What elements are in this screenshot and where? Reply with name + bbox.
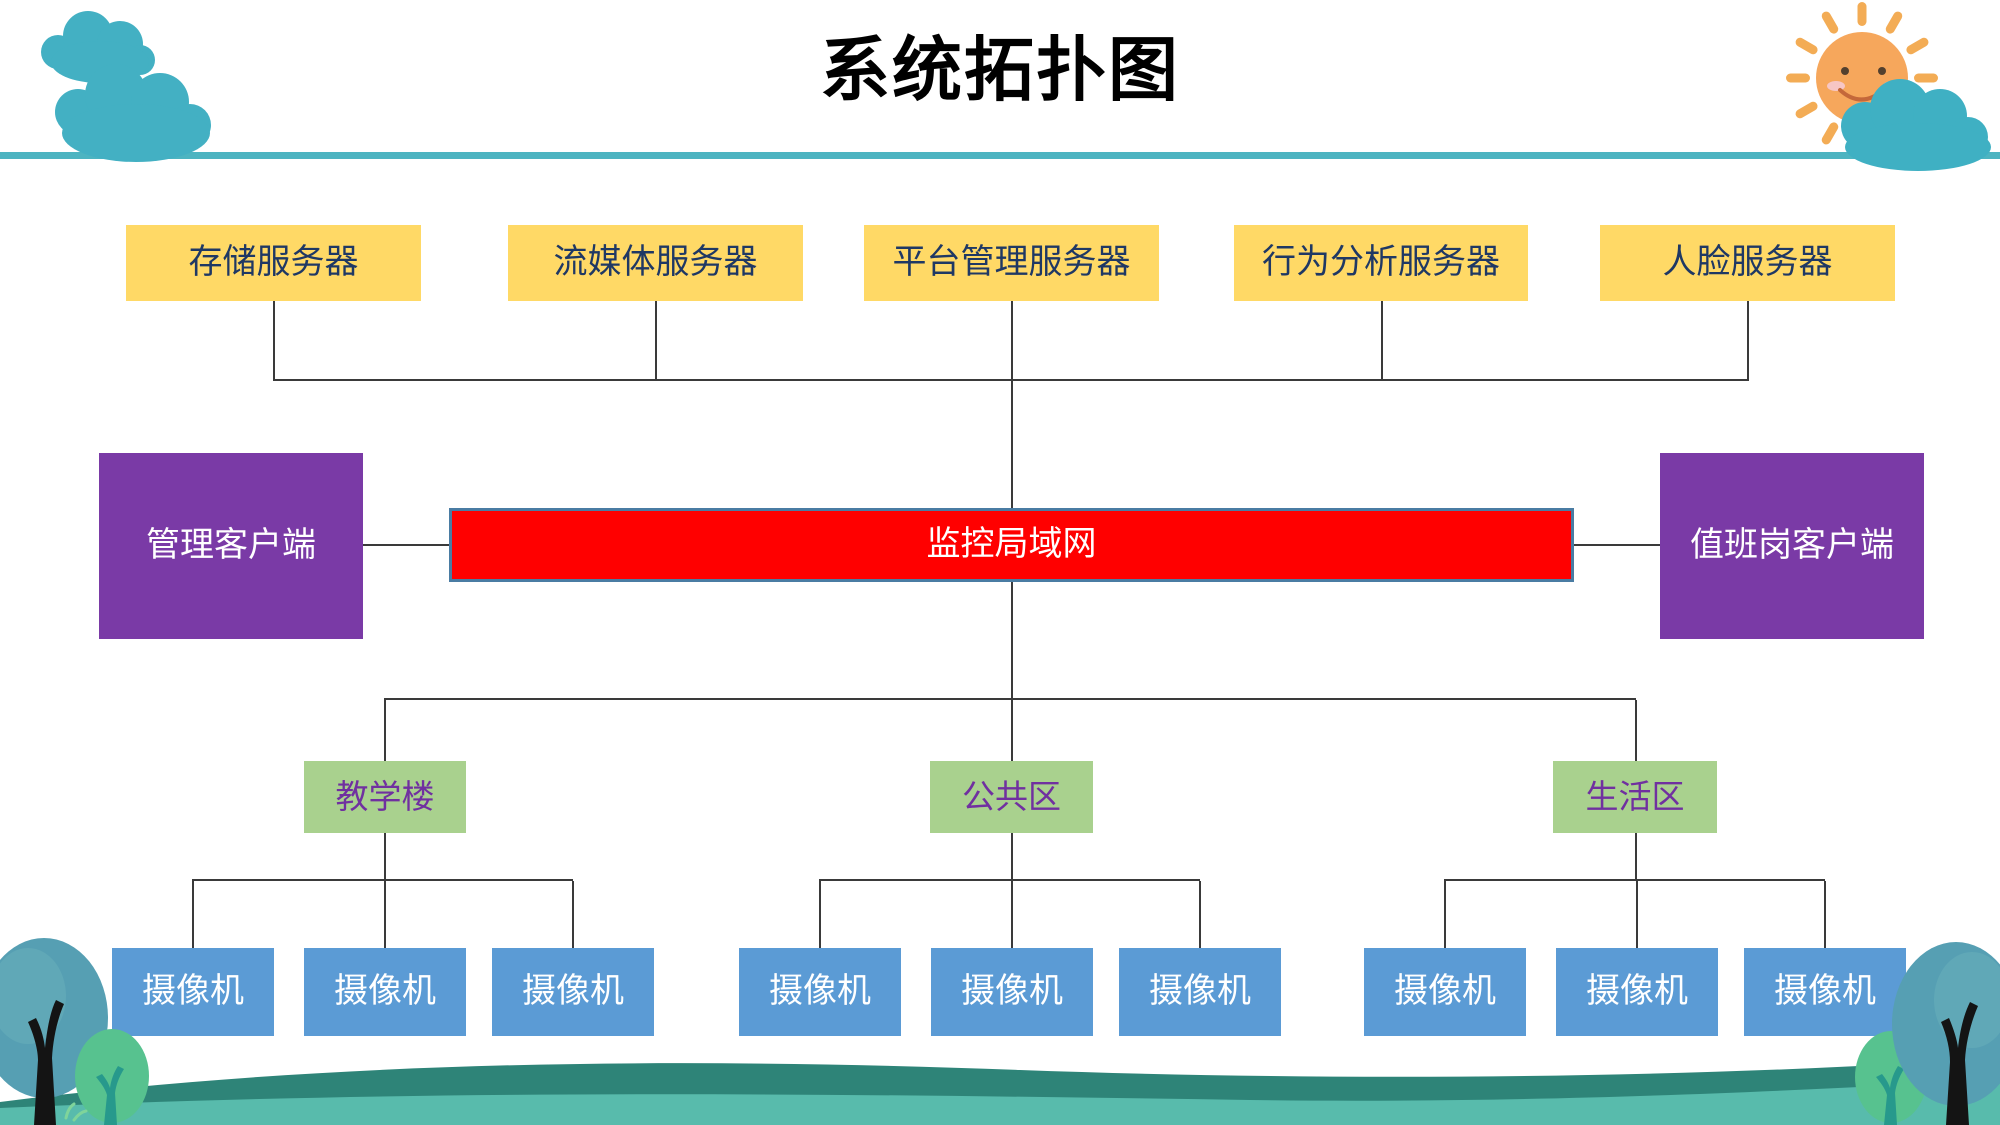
connector-line	[572, 881, 574, 948]
connector-line	[192, 879, 573, 881]
connector-line	[1444, 879, 1825, 881]
connector-line	[273, 379, 1749, 381]
connector-line	[1011, 881, 1013, 948]
server-box-platform[interactable]: 平台管理服务器	[864, 225, 1159, 301]
connector-line	[1381, 301, 1383, 380]
connector-line	[1011, 381, 1013, 508]
connector-line	[1635, 833, 1637, 880]
connector-line	[1636, 881, 1638, 948]
camera-box[interactable]: 摄像机	[492, 948, 654, 1036]
page-title: 系统拓扑图	[820, 31, 1180, 109]
connector-line	[1011, 700, 1013, 761]
connector-line	[384, 881, 386, 948]
zone-box-living[interactable]: 生活区	[1553, 761, 1717, 833]
server-box-behavior[interactable]: 行为分析服务器	[1234, 225, 1528, 301]
cloud-icon	[1841, 79, 1991, 171]
cloud-icon	[41, 11, 211, 162]
connector-line	[363, 544, 449, 546]
connector-line	[192, 881, 194, 948]
tree-icon	[1892, 942, 2000, 1125]
connector-line	[1011, 833, 1013, 880]
divider-line	[0, 152, 2000, 159]
hill-light	[0, 1080, 2000, 1125]
tree-icon	[64, 1029, 149, 1125]
server-box-streaming[interactable]: 流媒体服务器	[508, 225, 803, 301]
camera-box[interactable]: 摄像机	[931, 948, 1093, 1036]
zone-box-public[interactable]: 公共区	[930, 761, 1093, 833]
client-box-duty[interactable]: 值班岗客户端	[1660, 453, 1924, 639]
connector-line	[1635, 700, 1637, 761]
connector-line	[1824, 881, 1826, 948]
network-bar[interactable]: 监控局域网	[449, 508, 1574, 582]
camera-box[interactable]: 摄像机	[1744, 948, 1906, 1036]
connector-line	[819, 879, 1200, 881]
server-box-storage[interactable]: 存储服务器	[126, 225, 421, 301]
connector-line	[1011, 582, 1013, 699]
connector-line	[1747, 301, 1749, 380]
connector-line	[1444, 881, 1446, 948]
camera-box[interactable]: 摄像机	[1556, 948, 1718, 1036]
connector-line	[1574, 544, 1660, 546]
connector-line	[819, 881, 821, 948]
camera-box[interactable]: 摄像机	[112, 948, 274, 1036]
camera-box[interactable]: 摄像机	[304, 948, 466, 1036]
connector-line	[655, 301, 657, 380]
camera-box[interactable]: 摄像机	[1119, 948, 1281, 1036]
camera-box[interactable]: 摄像机	[1364, 948, 1526, 1036]
connector-line	[1199, 881, 1201, 948]
hills-and-trees	[0, 938, 2000, 1125]
connector-line	[273, 301, 275, 380]
camera-box[interactable]: 摄像机	[739, 948, 901, 1036]
connector-line	[384, 700, 386, 761]
server-box-face[interactable]: 人脸服务器	[1600, 225, 1895, 301]
client-box-admin[interactable]: 管理客户端	[99, 453, 363, 639]
connector-line	[384, 698, 1636, 700]
connector-line	[384, 833, 386, 880]
sun-icon	[1786, 2, 1991, 171]
connector-line	[1011, 301, 1013, 380]
zone-box-teaching[interactable]: 教学楼	[304, 761, 466, 833]
